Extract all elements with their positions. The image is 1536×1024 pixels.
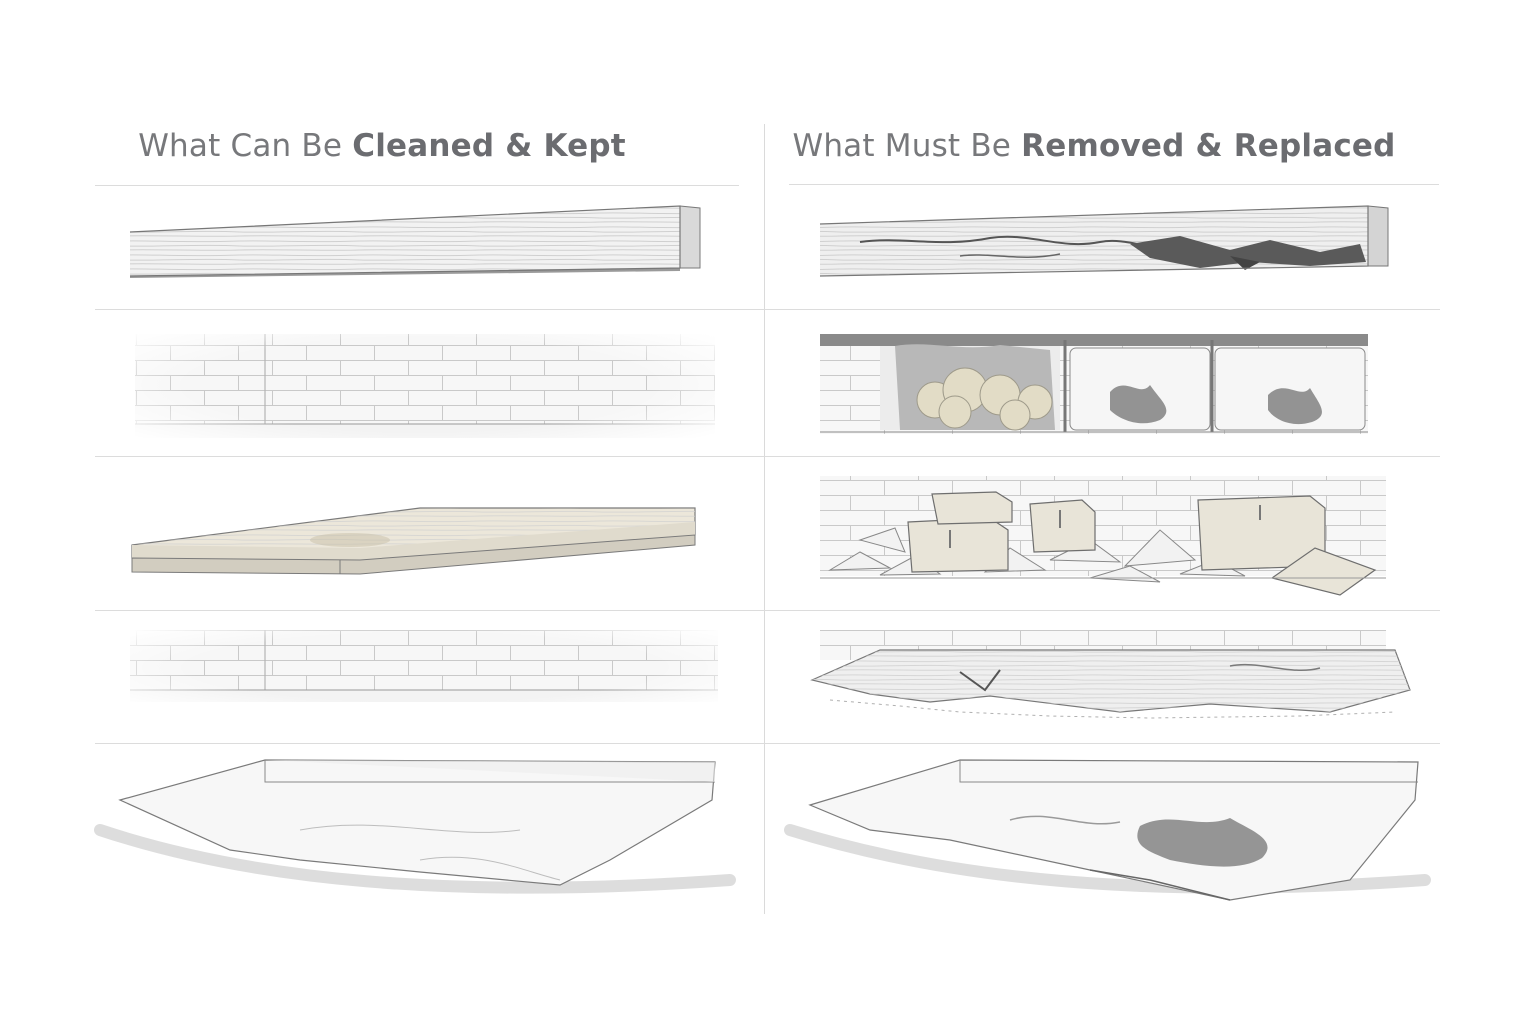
clean-block-wall-icon [100, 320, 740, 450]
row-divider-1 [95, 309, 1440, 310]
clean-subfloor-panel-icon [131, 507, 696, 575]
torn-vapor-barrier-icon [784, 759, 1431, 901]
row-divider-2 [95, 456, 1440, 457]
clean-wood-beam-icon [129, 205, 701, 278]
column-divider [764, 124, 765, 914]
intact-vapor-barrier-icon [94, 759, 736, 894]
heading-right-bold: Removed & Replaced [1021, 128, 1396, 164]
damaged-floor-panel-icon [810, 630, 1411, 719]
row-divider-right-0 [789, 184, 1439, 185]
row-divider-3 [95, 610, 1440, 611]
cardboard-boxes-debris-icon [820, 476, 1386, 596]
heading-right-plain: What Must Be [792, 128, 1012, 164]
heading-left-plain: What Can Be [138, 128, 343, 164]
moldy-insulation-icon [820, 334, 1368, 434]
clean-foundation-wall-icon [100, 620, 750, 715]
row-divider-left-0 [95, 185, 739, 186]
row-divider-4 [95, 743, 1440, 744]
heading-left-bold: Cleaned & Kept [352, 128, 626, 164]
heading-cleaned-kept: What Can Be Cleaned & Kept [0, 128, 764, 164]
heading-removed-replaced: What Must Be Removed & Replaced [764, 128, 1424, 164]
rotted-wood-beam-icon [819, 205, 1389, 277]
